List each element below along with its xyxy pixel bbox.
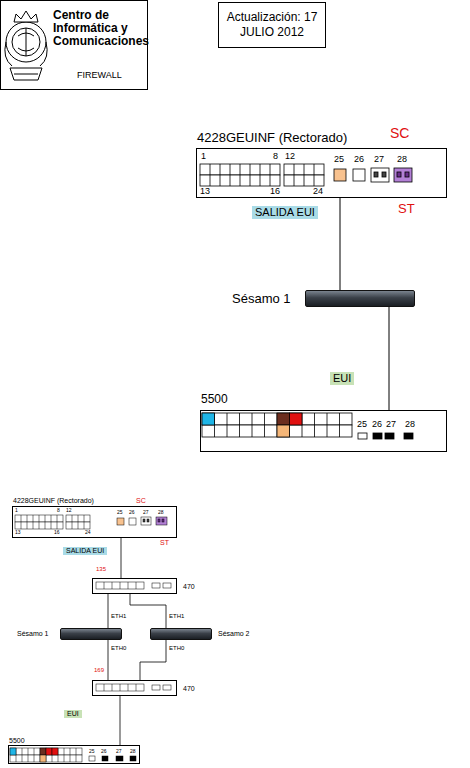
- network-link: [120, 696, 121, 745]
- network-link: [389, 307, 390, 410]
- port-number: 12: [66, 508, 72, 513]
- server-name: Sésamo 1: [17, 630, 49, 638]
- port-tag: ST: [160, 539, 169, 546]
- logo-box: Centro de Informática y ComunicacionesFI…: [0, 0, 148, 90]
- port-number: 28: [130, 749, 136, 754]
- server-name: Sésamo 2: [218, 630, 250, 638]
- system-name: FIREWALL: [77, 71, 122, 81]
- logo-emblem: [5, 11, 47, 80]
- switch-name: 470: [183, 583, 195, 591]
- port-tag: SC: [136, 497, 146, 504]
- link-label: EUI: [64, 710, 82, 718]
- port-number: ETH1: [169, 613, 184, 619]
- port-number: 27: [374, 155, 384, 164]
- switch-box: 4228GEUINF (Rectorado): [12, 506, 177, 538]
- link-label: SALIDA EUI: [252, 206, 318, 219]
- port-number: 24: [85, 530, 91, 535]
- link-label: EUI: [330, 372, 354, 385]
- port-number: 28: [405, 420, 415, 429]
- port-number: 26: [129, 510, 135, 515]
- switch-ports: [15, 515, 167, 529]
- network-link: [108, 640, 109, 680]
- port-number: 16: [54, 530, 60, 535]
- switch-name: 5500: [201, 393, 228, 406]
- port-number: 25: [334, 155, 344, 164]
- port-number: 26: [101, 749, 107, 754]
- port-number: 13: [15, 530, 21, 535]
- port-tag: ST: [398, 202, 415, 216]
- port-number: 8: [273, 152, 278, 161]
- date-box: Actualización: 17 JULIO 2012: [218, 2, 326, 48]
- port-number: 25: [89, 749, 95, 754]
- switch-name: 470: [183, 685, 195, 693]
- port-number: 1: [201, 152, 206, 161]
- port-number: 28: [397, 155, 407, 164]
- port-number: 26: [354, 155, 364, 164]
- org-name: Centro de Informática y Comunicaciones: [53, 9, 145, 49]
- port-number: 24: [313, 187, 323, 196]
- switch-box: 470: [92, 680, 177, 696]
- server-box: Sésamo 1: [305, 290, 415, 307]
- server-box: Sésamo 1: [60, 628, 122, 640]
- switch-box: 5500: [8, 745, 140, 764]
- switch-box: 470: [92, 578, 177, 594]
- network-link: [108, 594, 109, 628]
- port-number: 16: [270, 187, 280, 196]
- port-number: 27: [143, 510, 149, 515]
- link-label: SALIDA EUI: [63, 547, 107, 555]
- port-number: ETH1: [111, 613, 126, 619]
- switch-name: 4228GEUINF (Rectorado): [13, 497, 94, 505]
- port-number: 27: [386, 420, 396, 429]
- server-box: Sésamo 2: [150, 628, 212, 640]
- port-tag: 169: [94, 667, 104, 673]
- port-number: 28: [158, 510, 164, 515]
- switch-box: 5500: [200, 410, 447, 452]
- port-number: 27: [116, 749, 122, 754]
- network-link: [121, 538, 122, 578]
- port-number: 12: [285, 152, 295, 161]
- server-name: Sésamo 1: [232, 292, 291, 306]
- port-number: 25: [117, 510, 123, 515]
- port-tag: SC: [390, 126, 409, 141]
- network-link: [340, 198, 341, 290]
- port-tag: 135: [96, 566, 106, 572]
- switch-name: 4228GEUINF (Rectorado): [197, 131, 347, 145]
- network-link: [140, 640, 166, 680]
- port-number: ETH0: [111, 645, 126, 651]
- network-link: [130, 594, 166, 628]
- port-number: 25: [357, 420, 367, 429]
- port-number: ETH0: [169, 645, 184, 651]
- switch-ports: [10, 748, 136, 762]
- port-number: 26: [372, 420, 382, 429]
- port-number: 13: [200, 187, 210, 196]
- update-date: Actualización: 17 JULIO 2012: [226, 10, 318, 40]
- switch-ports: [200, 164, 412, 186]
- port-number: 1: [15, 508, 18, 513]
- switch-name: 5500: [9, 737, 25, 745]
- switch-ports: [202, 413, 413, 439]
- port-number: 8: [57, 508, 60, 513]
